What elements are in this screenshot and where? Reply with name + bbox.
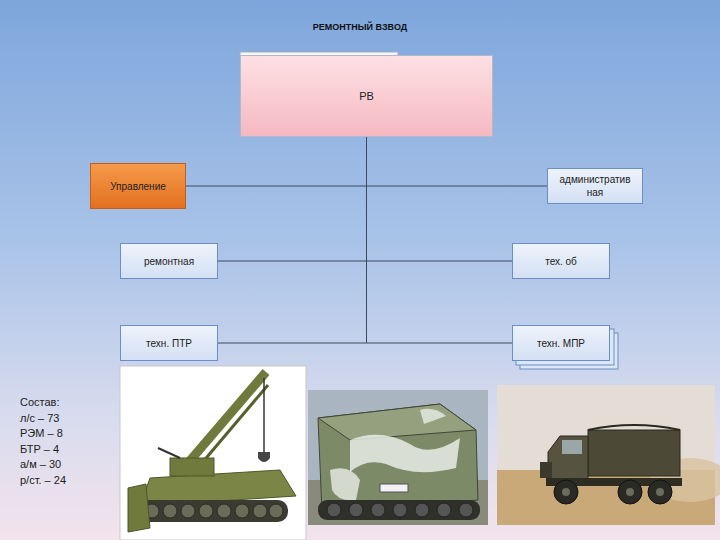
control-box: Управление [90, 163, 186, 209]
unit-box: ремонтная [120, 243, 218, 279]
composition-line: а/м – 30 [20, 458, 61, 470]
truck-photo [497, 385, 720, 525]
composition-line: БТР – 4 [20, 443, 59, 455]
node-text: административ ная [554, 173, 636, 199]
composition-line: р/ст. – 24 [20, 474, 66, 486]
tree-connector [367, 137, 513, 343]
tree-connector [218, 137, 367, 343]
node-text: техн. МПР [537, 337, 585, 350]
node-text: Управление [110, 180, 166, 193]
diagram-title: РЕМОНТНЫЙ ВЗВОД [0, 22, 720, 32]
tree-connector [367, 137, 513, 261]
node-text: тех. об [545, 255, 577, 268]
unit-box: тех. об [512, 243, 610, 279]
unit-box: административ ная [547, 168, 643, 204]
tree-connector [218, 137, 367, 261]
node-text: ремонтная [144, 255, 194, 268]
tree-connector [367, 137, 548, 186]
composition-line: л/с – 73 [20, 412, 59, 424]
root-box: РВ [240, 55, 493, 137]
tree-connector [186, 137, 367, 186]
composition-line: Состав: [20, 396, 60, 408]
unit-box: техн. ПТР [120, 325, 218, 361]
apc-photo [308, 390, 488, 525]
node-text: техн. ПТР [146, 337, 192, 350]
composition-line: РЭМ – 8 [20, 427, 63, 439]
unit-box: техн. МПР [512, 325, 610, 361]
node-text: РВ [359, 89, 374, 103]
recovery-vehicle-photo [120, 366, 306, 540]
